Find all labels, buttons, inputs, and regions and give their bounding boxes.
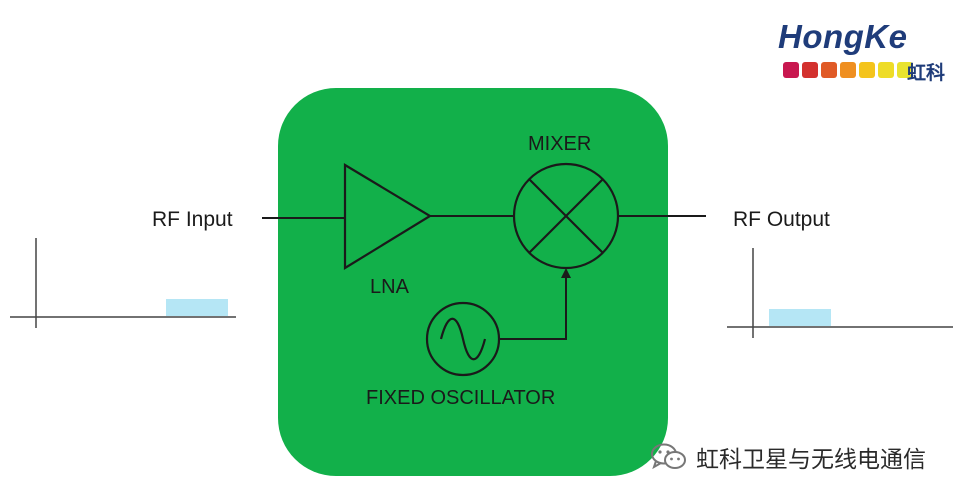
input-spectrum-bar: [166, 299, 228, 316]
hongke-logo: HongKe: [778, 18, 908, 55]
logo-square: [821, 62, 837, 78]
lna-amplifier-symbol: [343, 163, 433, 270]
watermark-text: 虹科卫星与无线电通信: [696, 447, 926, 473]
output-spectrum-axes: [727, 248, 953, 338]
oscillator-arrowhead: [561, 268, 571, 278]
mixer-label: MIXER: [528, 133, 591, 155]
oscillator-label: FIXED OSCILLATOR: [366, 387, 555, 409]
logo-square: [802, 62, 818, 78]
output-spectrum-bar: [769, 309, 831, 326]
rf-output-label: RF Output: [733, 208, 830, 231]
logo-color-squares: [783, 62, 913, 78]
logo-square: [897, 62, 913, 78]
logo-square: [840, 62, 856, 78]
wechat-icon: [651, 443, 686, 470]
logo-chinese-text: 虹科: [907, 62, 946, 84]
rf-input-label: RF Input: [152, 208, 233, 231]
logo-square: [859, 62, 875, 78]
wechat-watermark: 虹科卫星与无线电通信: [650, 440, 926, 474]
logo-square: [783, 62, 799, 78]
logo-square: [878, 62, 894, 78]
converter-block: [278, 88, 668, 476]
input-spectrum-axes: [10, 238, 236, 328]
lna-label: LNA: [370, 276, 410, 298]
oscillator-to-mixer-line: [499, 276, 567, 340]
